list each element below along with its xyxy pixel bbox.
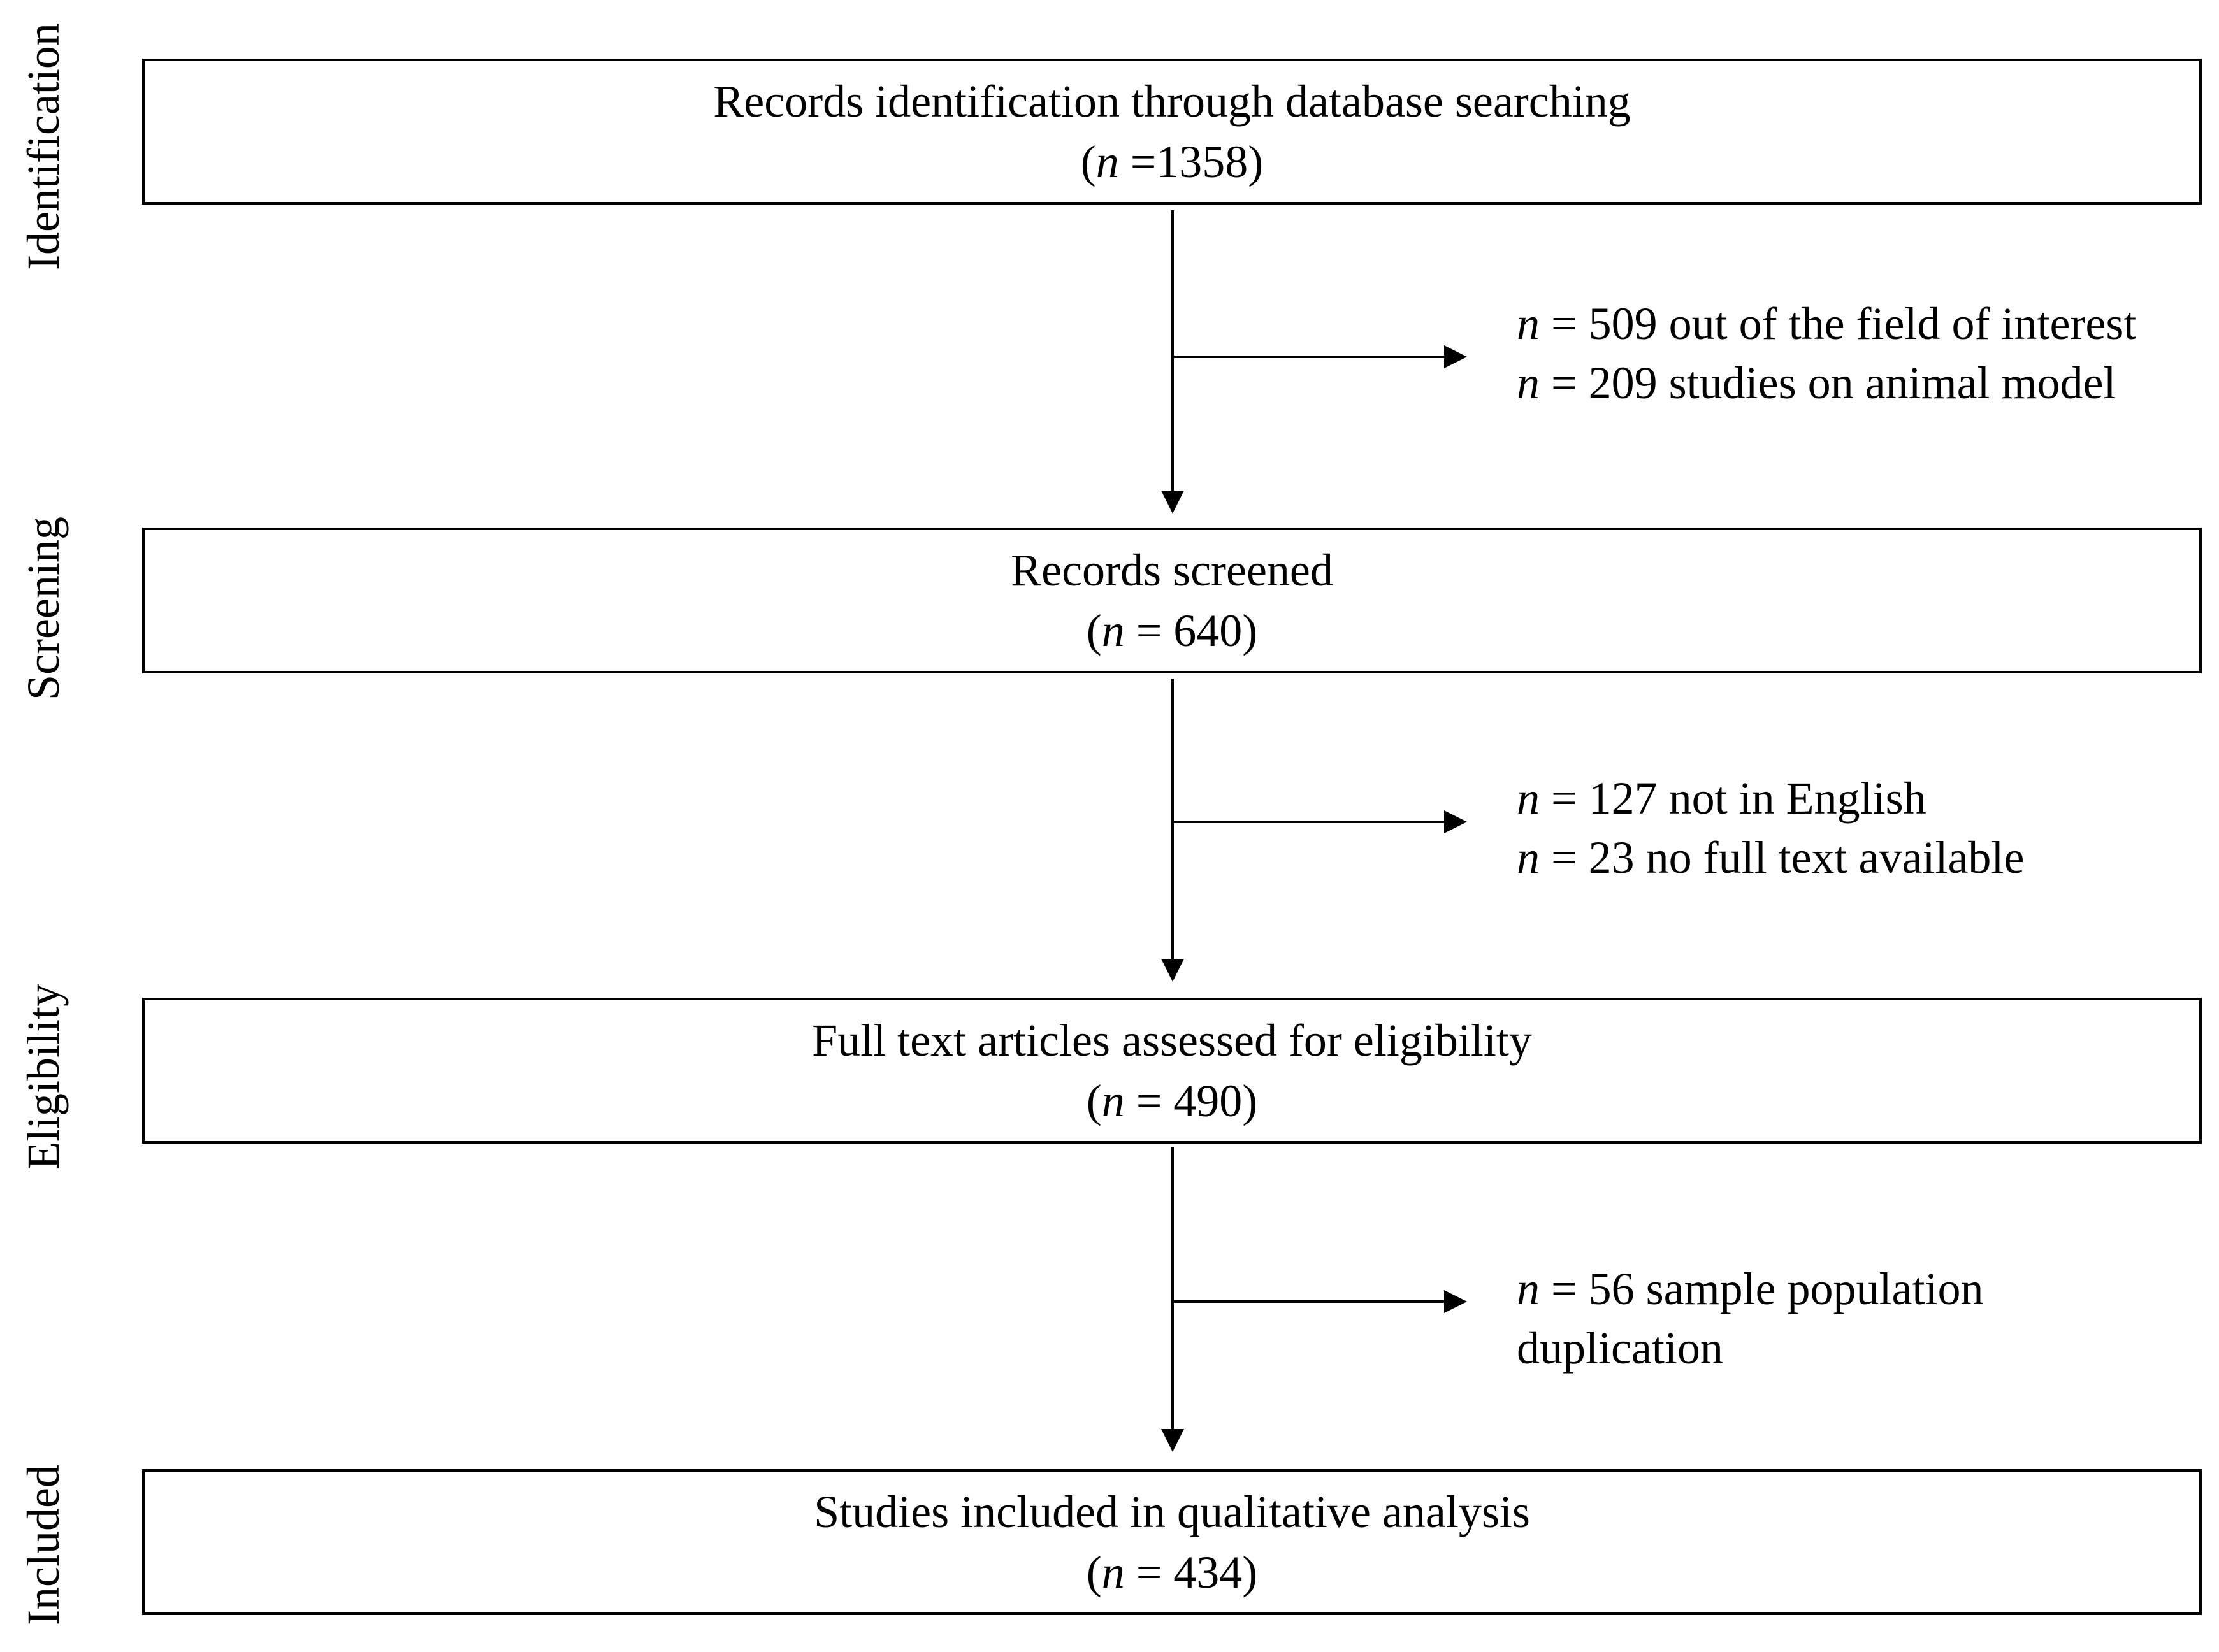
box-count: (n =1358): [1080, 136, 1264, 187]
exclusion-note-1: n = 509 out of the field of interest n =…: [1517, 294, 2136, 413]
box-count: (n = 434): [1086, 1546, 1258, 1598]
side-arrow-3: [1173, 1290, 1467, 1313]
exclusion-line: duplication: [1517, 1323, 1723, 1374]
box-identification: Records identification through database …: [142, 59, 2202, 205]
down-arrow-3: [1161, 1147, 1184, 1452]
box-title: Full text articles assessed for eligibil…: [812, 1014, 1532, 1066]
exclusion-line: n = 127 not in English: [1517, 773, 1926, 824]
box-included: Studies included in qualitative analysis…: [142, 1469, 2202, 1615]
down-arrow-1: [1161, 210, 1184, 514]
box-eligibility: Full text articles assessed for eligibil…: [142, 998, 2202, 1144]
box-count: (n = 640): [1086, 605, 1258, 656]
side-arrow-1: [1173, 345, 1467, 368]
side-arrow-2: [1173, 810, 1467, 833]
box-count: (n = 490): [1086, 1075, 1258, 1126]
exclusion-line: n = 209 studies on animal model: [1517, 357, 2116, 408]
box-screening: Records screened (n = 640): [142, 528, 2202, 673]
exclusion-line: n = 509 out of the field of interest: [1517, 298, 2137, 349]
down-arrow-2: [1161, 679, 1184, 982]
box-title: Studies included in qualitative analysis: [814, 1486, 1530, 1537]
exclusion-note-2: n = 127 not in English n = 23 no full te…: [1517, 769, 2024, 887]
box-title: Records identification through database …: [713, 75, 1631, 127]
exclusion-note-3: n = 56 sample population duplication: [1517, 1260, 1984, 1378]
box-title: Records screened: [1011, 544, 1333, 596]
exclusion-line: n = 23 no full text available: [1517, 832, 2025, 883]
exclusion-line: n = 56 sample population: [1517, 1263, 1984, 1314]
